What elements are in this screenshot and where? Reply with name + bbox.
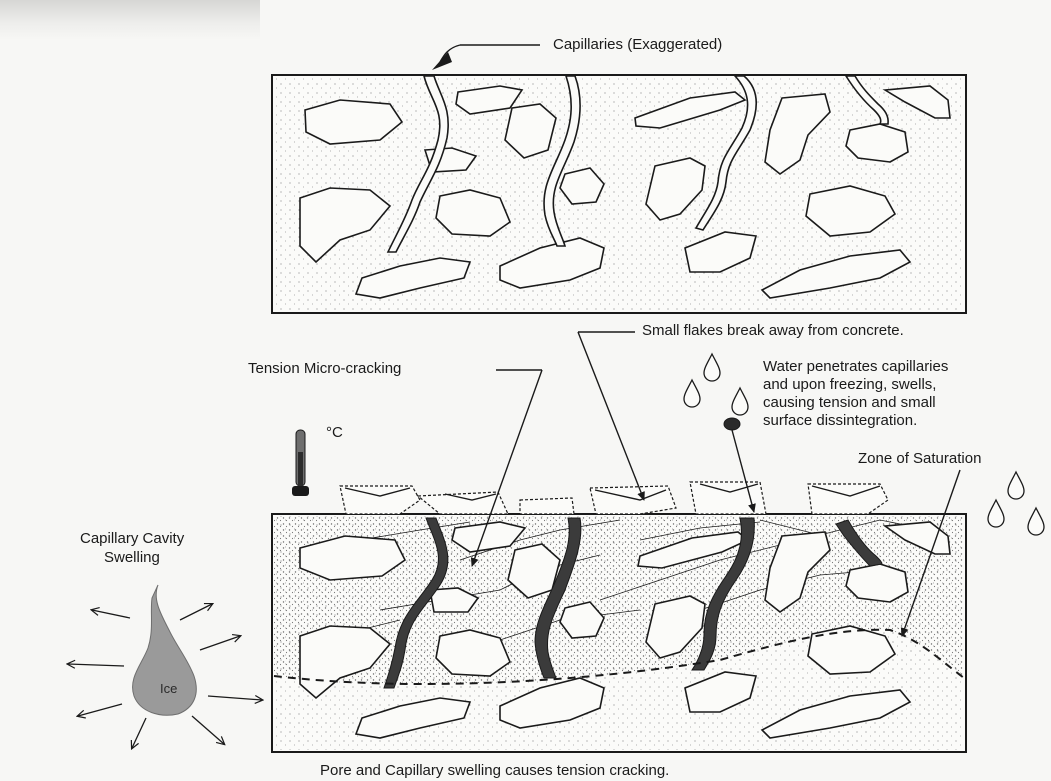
figure-caption: Pore and Capillary swelling causes tensi… (320, 762, 669, 780)
capillary-cavity-label-line-2: Swelling (104, 549, 160, 567)
capillaries-label: Capillaries (Exaggerated) (553, 36, 722, 54)
capillaries-leader (432, 45, 540, 70)
tension-micro-cracking-label: Tension Micro-cracking (248, 360, 401, 378)
thermometer-icon (292, 430, 309, 496)
water-note-line-3: causing tension and small (763, 394, 936, 412)
bottom-concrete-panel (272, 482, 966, 752)
surface-flakes (340, 482, 888, 514)
zone-of-saturation-label: Zone of Saturation (858, 450, 981, 468)
small-flakes-leader (578, 332, 644, 500)
capillary-cavity-label-line-1: Capillary Cavity (80, 530, 184, 548)
small-flakes-label: Small flakes break away from concrete. (642, 322, 904, 340)
top-concrete-panel (272, 75, 966, 313)
water-note-line-2: and upon freezing, swells, (763, 376, 936, 394)
capillaries-arrowhead (432, 52, 452, 70)
degree-celsius-label: °C (326, 424, 343, 442)
ice-label: Ice (160, 680, 177, 698)
water-note-line-4: surface dissintegration. (763, 412, 917, 430)
water-note-line-1: Water penetrates capillaries (763, 358, 948, 376)
